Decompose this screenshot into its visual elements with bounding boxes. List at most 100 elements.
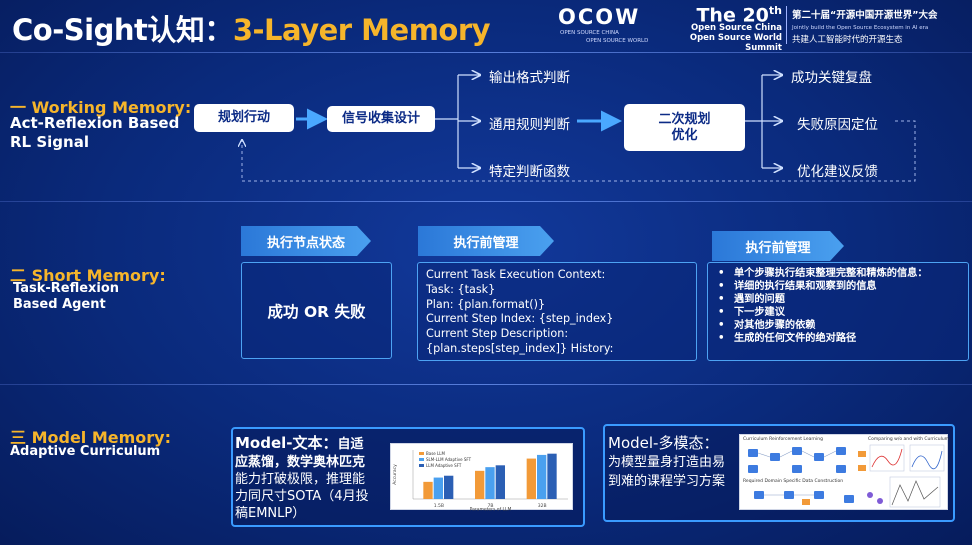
context-line: {plan.steps[step_index]} History: xyxy=(426,341,614,355)
tab-node-state: 执行节点状态 xyxy=(241,226,371,256)
summary-item: 单个步骤执行结束整理完整和精炼的信息： xyxy=(718,267,960,280)
summit-edition: The 20th xyxy=(660,4,782,26)
replan-line2: 优化 xyxy=(671,127,698,143)
model-text-heading: Model-文本： xyxy=(235,434,338,452)
summary-list: 单个步骤执行结束整理完整和精炼的信息： 详细的执行结果和观察到的信息 遇到的问题… xyxy=(718,267,960,346)
feedback-loop xyxy=(242,120,916,182)
short-memory-sub2: Based Agent xyxy=(13,297,106,312)
summary-item: 生成的任何文件的绝对路径 xyxy=(718,332,960,345)
summary-item: 遇到的问题 xyxy=(718,293,960,306)
summit-logo: The 20th Open Source China Open Source W… xyxy=(660,4,782,53)
short-memory-title: 二 Short Memory: xyxy=(10,266,166,285)
accuracy-chart: 1.5B 7B 32B Parameters of LLM Accuracy Base L… xyxy=(392,450,568,513)
summary-item: 详细的执行结果和观察到的信息 xyxy=(718,280,960,293)
ocow-logo: OCOW OPEN SOURCE CHINA OPEN SOURCE WORLD xyxy=(558,5,650,47)
model-mm-line2: 到难的课程学习方案 xyxy=(608,474,726,489)
conference-cn-slogan: 共建人工智能时代的开源生态 xyxy=(792,35,903,45)
outcome-feedback: 优化建议反馈 xyxy=(797,164,878,180)
state-panel: 成功 OR 失败 xyxy=(241,262,392,359)
working-memory-sub2: RL Signal xyxy=(10,133,89,151)
summit-line2: Open Source World Summit xyxy=(689,33,782,54)
short-memory-sub1: Task-Reflexion xyxy=(13,281,120,296)
model-text-line2: 应蒸馏，数学奥林匹克 xyxy=(235,455,366,470)
section-divider-1 xyxy=(0,201,972,202)
chart-bar xyxy=(495,465,505,499)
chart-bar xyxy=(475,470,485,499)
conference-en-slogan: Jointly build the Open Source Ecosystem … xyxy=(792,25,929,31)
x-tick-label: 1.5B xyxy=(434,503,444,509)
x-tick-label: 32B xyxy=(538,503,547,509)
model-mm-heading: Model-多模态： xyxy=(608,434,719,452)
model-memory-sub1: Adaptive Curriculum xyxy=(10,444,161,459)
chart-bar xyxy=(485,467,495,499)
summit-line1: Open Source China xyxy=(690,23,782,34)
judge-general: 通用规则判断 xyxy=(489,117,570,133)
context-line: Current Task Execution Context: xyxy=(426,268,606,281)
context-line: Plan: {plan.format()} xyxy=(426,297,546,311)
replan-box: 二次规划 优化 xyxy=(624,104,745,151)
legend-swatch xyxy=(419,464,424,467)
plan-action-box: 规划行动 xyxy=(194,104,294,132)
chart-bar xyxy=(547,453,557,499)
summary-item: 对其他步骤的依赖 xyxy=(718,319,960,332)
header-divider xyxy=(0,52,972,53)
judge-format: 输出格式判断 xyxy=(489,70,570,86)
accuracy-chart-thumbnail: 1.5B 7B 32B Parameters of LLM Accuracy Base L… xyxy=(390,443,573,513)
legend-swatch xyxy=(419,458,424,461)
ocow-wordmark: OCOW xyxy=(558,5,641,29)
working-memory-title: 一 Working Memory: xyxy=(10,98,192,117)
title-part2: 3-Layer Memory xyxy=(232,13,491,47)
summary-item: 下一步建议 xyxy=(718,306,960,319)
conference-info: 第二十届“开源中国开源世界”大会 Jointly build the Open … xyxy=(792,7,968,45)
ocow-sub2: OPEN SOURCE WORLD xyxy=(586,38,649,44)
legend-label: Base LLM xyxy=(426,451,445,456)
flow-thumb-title1: Curriculum Reinforcement Learning xyxy=(743,437,823,442)
x-axis-label: Parameters of LLM xyxy=(470,507,512,512)
outcome-success: 成功关键复盘 xyxy=(791,70,872,86)
header-separator xyxy=(786,6,787,44)
signal-collect-box: 信号收集设计 xyxy=(327,106,435,132)
outcome-failure: 失败原因定位 xyxy=(797,117,878,133)
tab-pre-exec-1: 执行前管理 xyxy=(418,226,554,256)
model-text-line5: 稿EMNLP） xyxy=(235,506,306,521)
model-mm-desc: Model-多模态： 为模型量身打造由易 到难的课程学习方案 xyxy=(608,434,725,491)
model-text-line1: 自适 xyxy=(337,437,364,452)
conference-cn-title: 第二十届“开源中国开源世界”大会 xyxy=(792,10,938,21)
chart-bar xyxy=(433,477,443,499)
chart-bar xyxy=(444,475,454,499)
header: Co-Sight认知：3-Layer Memory OCOW OPEN SOUR… xyxy=(0,0,972,53)
working-memory-sub1: Act-Reflexion Based xyxy=(10,114,180,132)
model-mm-line1: 为模型量身打造由易 xyxy=(608,455,726,470)
model-memory-title: 三 Model Memory: xyxy=(10,428,172,447)
chart-bar xyxy=(537,454,547,499)
legend-swatch xyxy=(419,452,424,455)
title-part1: Co-Sight认知： xyxy=(12,13,233,47)
legend-label: LLM Adaptive SFT xyxy=(426,463,462,468)
flow-thumb-graphic xyxy=(748,444,945,508)
context-panel: Current Task Execution Context: Task: {t… xyxy=(417,262,697,361)
x-tick-label: 7B xyxy=(488,503,494,509)
model-text-line3: 能力打破极限，推理能 xyxy=(235,472,366,487)
ocow-sub1: OPEN SOURCE CHINA xyxy=(560,30,619,36)
context-line: Current Step Index: {step_index} xyxy=(426,312,614,326)
context-line: Current Step Description: xyxy=(426,327,569,341)
context-line: Task: {task} xyxy=(426,282,496,296)
curriculum-flow-thumbnail: Curriculum Reinforcement Learning Compar… xyxy=(739,434,949,510)
judge-specific: 特定判断函数 xyxy=(489,164,570,180)
replan-line1: 二次规划 xyxy=(658,111,711,127)
model-text-line4: 力同尺寸SOTA（4月投 xyxy=(235,489,369,504)
section-divider-2 xyxy=(0,384,972,385)
legend-label: SLM-LLM Adaptive SFT xyxy=(426,457,472,462)
summary-panel: 单个步骤执行结束整理完整和精炼的信息： 详细的执行结果和观察到的信息 遇到的问题… xyxy=(707,262,969,361)
tab-pre-exec-2: 执行前管理 xyxy=(712,231,844,261)
summit-edition-number: The 20 xyxy=(696,4,769,27)
page-title: Co-Sight认知：3-Layer Memory xyxy=(12,7,491,49)
chart-bar xyxy=(423,481,433,499)
state-text: 成功 OR 失败 xyxy=(267,302,366,321)
y-axis-label: Accuracy xyxy=(392,464,398,485)
summit-edition-sup: th xyxy=(768,4,782,17)
model-text-desc: Model-文本：自适 应蒸馏，数学奥林匹克 能力打破极限，推理能 力同尺寸SO… xyxy=(235,434,383,522)
flow-thumb-title3: Required Domain Specific Data Constructi… xyxy=(743,479,844,484)
